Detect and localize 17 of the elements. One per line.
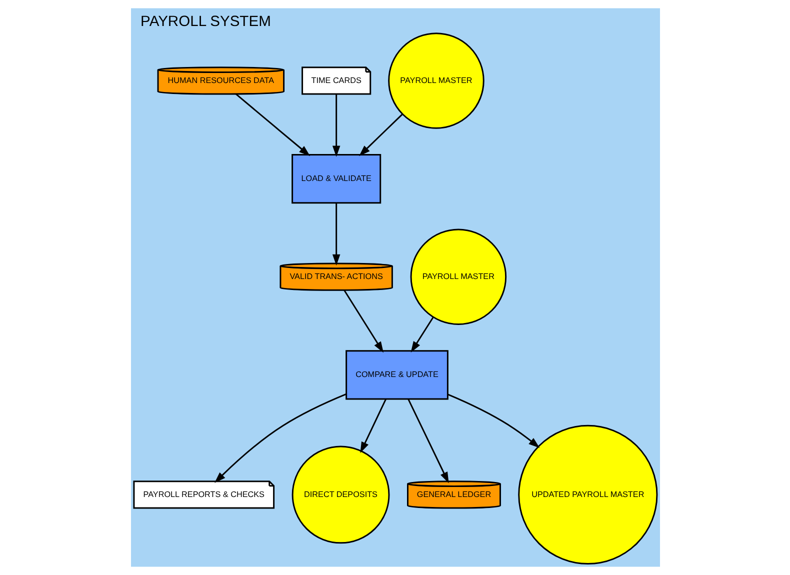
node-box: LOAD & VALIDATE [291, 154, 381, 204]
node-circle: PAYROLL MASTER [410, 228, 506, 325]
arrow [235, 94, 310, 156]
arrow [214, 393, 346, 483]
node-circle: UPDATED PAYROLL MASTER [518, 424, 658, 565]
arrow [410, 316, 434, 352]
arrow [332, 94, 340, 157]
arrow [358, 114, 402, 156]
arrow [343, 290, 384, 353]
arrow [407, 398, 448, 484]
node-circle: PAYROLL MASTER [388, 32, 484, 129]
node-circle: DIRECT DEPOSITS [291, 446, 390, 544]
arrow [447, 394, 540, 448]
node-box: COMPARE & UPDATE [345, 350, 448, 400]
arrow [332, 202, 340, 266]
arrow [360, 398, 386, 454]
diagram-title: PAYROLL SYSTEM [140, 14, 270, 30]
